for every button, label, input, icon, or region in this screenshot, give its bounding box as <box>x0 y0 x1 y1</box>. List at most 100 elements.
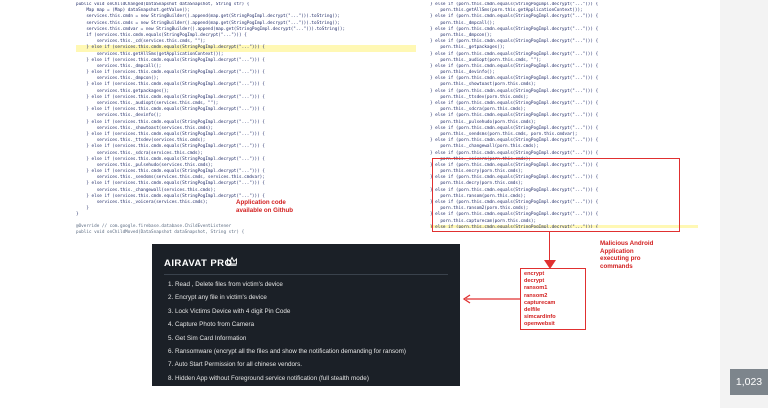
panel-divider <box>164 274 448 275</box>
code-line: } <box>76 206 89 212</box>
code-line: } else if (porn.this.cmdn.equals(StringP… <box>430 200 599 205</box>
code-line: public void onChildMoved(DataSnapshot da… <box>76 230 245 236</box>
code-line: services.this._showtoast(services.this.c… <box>76 125 214 131</box>
airavat-pro-panel: AIRAVAT PRO 1. Read , Delete files from … <box>152 244 460 386</box>
code-line: porn.this._audiopt(porn.this.cmds, ""); <box>430 57 542 63</box>
code-line: } else if (services.this.cmdn.equals(Str… <box>76 169 265 175</box>
code-line: services.this._audiopt(services.this.cmd… <box>76 101 219 106</box>
code-line: } else if (porn.this.cmdn.equals(StringP… <box>430 51 599 57</box>
code-line: porn.this._showtoast(porn.this.cmds); <box>430 82 537 88</box>
code-line: } else if (porn.this.cmdn.equals(StringP… <box>430 150 599 156</box>
commands-box <box>520 268 586 330</box>
code-line: services.this._ttsdev(services.this.cmds… <box>76 138 206 144</box>
code-line: services.this.cmdvar = new StringBuilder… <box>76 26 346 32</box>
code-line: services.this._dmpcall(); <box>76 63 162 69</box>
code-line: @Override // com.google.firebase.databas… <box>76 224 232 229</box>
code-line: porn.this._dmpcon(); <box>430 32 493 38</box>
code-line: } else if (services.this.cmdn.equals(Str… <box>76 181 265 187</box>
code-line: } else if (porn.this.cmdn.equals(StringP… <box>430 14 599 20</box>
code-line: } else if (services.this.cmdn.equals(Str… <box>76 57 265 63</box>
code-line: porn.this.encry(porn.this.cmds); <box>430 169 524 175</box>
command-item: ransom2 <box>524 292 548 299</box>
code-line: services.this.cmds = new StringBuilder()… <box>76 20 340 26</box>
code-line: } else if (porn.this.cmdn.equals(StringP… <box>430 76 599 82</box>
code-line: } else if (porn.this.cmdn.equals(StringP… <box>430 88 599 94</box>
code-line: porn.this._sendsms(porn.this.cmds, porn.… <box>430 131 578 137</box>
code-line: } else if (services.this.cmdn.equals(Str… <box>76 70 265 76</box>
command-item: ransom1 <box>524 285 548 292</box>
feature-item: 7. Auto Start Permission for all chinese… <box>168 361 303 369</box>
feature-item: 2. Encrypt any file in victim's device <box>168 294 267 302</box>
code-line: services.this._cd(services.this.cmds, ""… <box>76 39 206 45</box>
code-line: } else if (services.this.cmdn.equals(Str… <box>76 94 265 100</box>
arrow-head-down-icon <box>544 260 556 269</box>
code-line: services.this._sdcra(services.this.cmds)… <box>76 150 203 156</box>
code-line: if (services.this.cmdn.equals(StringPogI… <box>76 32 247 38</box>
command-item: openwebsit <box>524 321 555 328</box>
code-line: porn.this.ransom(porn.this.cmds); <box>430 193 526 199</box>
feature-item: 1. Read , Delete files from victim's dev… <box>168 281 283 288</box>
code-tail: @Override // com.google.firebase.databas… <box>76 224 326 236</box>
code-line: } else if (porn.this.cmdn.equals(StringP… <box>430 162 599 168</box>
article-image: public void onChildChanged(DataSnapshot … <box>0 0 720 408</box>
arrow-left-icon <box>462 294 520 304</box>
code-line: porn.this.capturecam(porn.this.cmds); <box>430 218 537 224</box>
panel-title: AIRAVAT PRO <box>164 258 233 269</box>
code-line: public void onChildChanged(DataSnapshot … <box>76 2 250 7</box>
code-line: porn.this._dmpcall(); <box>430 20 495 26</box>
code-line: } else if (services.this.cmdn.equals(Str… <box>76 107 265 113</box>
code-line: porn.this._pulsehudo(porn.this.cmds); <box>430 119 537 125</box>
command-item: simcardinfo <box>524 314 556 321</box>
command-item: capturecam <box>524 299 556 306</box>
command-item: encrypt <box>524 271 545 277</box>
code-line: porn.this.getAllSms(porn.this.getApplica… <box>430 8 583 14</box>
feature-item: 6. Ransomware (encrypt all the files and… <box>168 348 407 356</box>
code-line: services.this._sendsms(services.this.cmd… <box>76 175 265 181</box>
malicious-app-note: Malicious Android Application executing … <box>600 240 654 270</box>
code-line: services.this._pulsehudo(services.this.c… <box>76 162 214 168</box>
code-line: } else if (porn.this.cmdn.equals(StringP… <box>430 113 599 119</box>
code-line: services.this._devinfo(); <box>76 113 162 119</box>
malicious-app-code-listing: } else if (porn.this.cmdn.equals(StringP… <box>430 2 698 228</box>
feature-item: 3. Lock Victims Device with 4 digit Pin … <box>168 307 291 315</box>
code-line: } else if (porn.this.cmdn.equals(StringP… <box>430 138 599 144</box>
code-line: porn.this._devinfo(); <box>430 70 495 76</box>
code-line: porn.this._ttsdev(porn.this.cmds); <box>430 94 529 100</box>
code-line: } else if (porn.this.cmdn.equals(StringP… <box>430 175 599 181</box>
code-line: } <box>76 212 79 218</box>
feature-item: 8. Hidden App without Foreground service… <box>168 374 369 382</box>
code-line: } else if (services.this.cmdn.equals(Str… <box>76 45 416 52</box>
feature-list: 1. Read , Delete files from victim's dev… <box>168 278 452 385</box>
code-line: porn.this._voicera(porn.this.cmds); <box>430 156 531 162</box>
code-line: } else if (services.this.cmdn.equals(Str… <box>76 82 265 88</box>
code-line: } else if (services.this.cmdn.equals(Str… <box>76 193 265 199</box>
github-code-listing: public void onChildChanged(DataSnapshot … <box>76 2 416 224</box>
code-line: } else if (services.this.cmdn.equals(Str… <box>76 144 265 150</box>
arrow-down-icon <box>549 232 551 262</box>
feature-item: 4. Capture Photo from Camera <box>168 321 255 329</box>
code-line: } else if (porn.this.cmdn.equals(StringP… <box>430 212 599 218</box>
github-code-note: Application code available on Github <box>236 199 294 214</box>
code-line: services.this._changewall(services.this.… <box>76 187 216 193</box>
code-line: } else if (porn.this.cmdn.equals(StringP… <box>430 26 599 32</box>
code-line: } else if (services.this.cmdn.equals(Str… <box>76 131 265 137</box>
code-line: services.this.getAllSms(getApplicationCo… <box>76 51 224 57</box>
code-line: services.this.getpackages(); <box>76 88 170 94</box>
code-line: } else if (services.this.cmdn.equals(Str… <box>76 119 265 125</box>
code-line: services.this._voicera(services.this.cmd… <box>76 200 208 205</box>
code-line: } else if (porn.this.cmdn.equals(StringP… <box>430 224 698 228</box>
code-line: } else if (porn.this.cmdn.equals(StringP… <box>430 101 599 106</box>
command-item: decrypt <box>524 278 545 285</box>
code-line: } else if (porn.this.cmdn.equals(StringP… <box>430 63 599 69</box>
code-line: porn.this._sdcra(porn.this.cmds); <box>430 107 526 113</box>
code-line: } else if (porn.this.cmdn.equals(StringP… <box>430 39 599 45</box>
crown-icon <box>227 256 237 266</box>
code-line: } else if (porn.this.cmdn.equals(StringP… <box>430 125 599 131</box>
code-line: Map map = (Map) dataSnapshot.getValue(); <box>76 8 190 14</box>
code-line: porn.this.ransom2(porn.this.cmds); <box>430 206 529 212</box>
feature-item: 5. Get Sim Card Information <box>168 334 247 342</box>
image-count-badge[interactable]: 1,023 <box>730 369 768 395</box>
code-line: services.this._dmpcon(); <box>76 76 159 82</box>
